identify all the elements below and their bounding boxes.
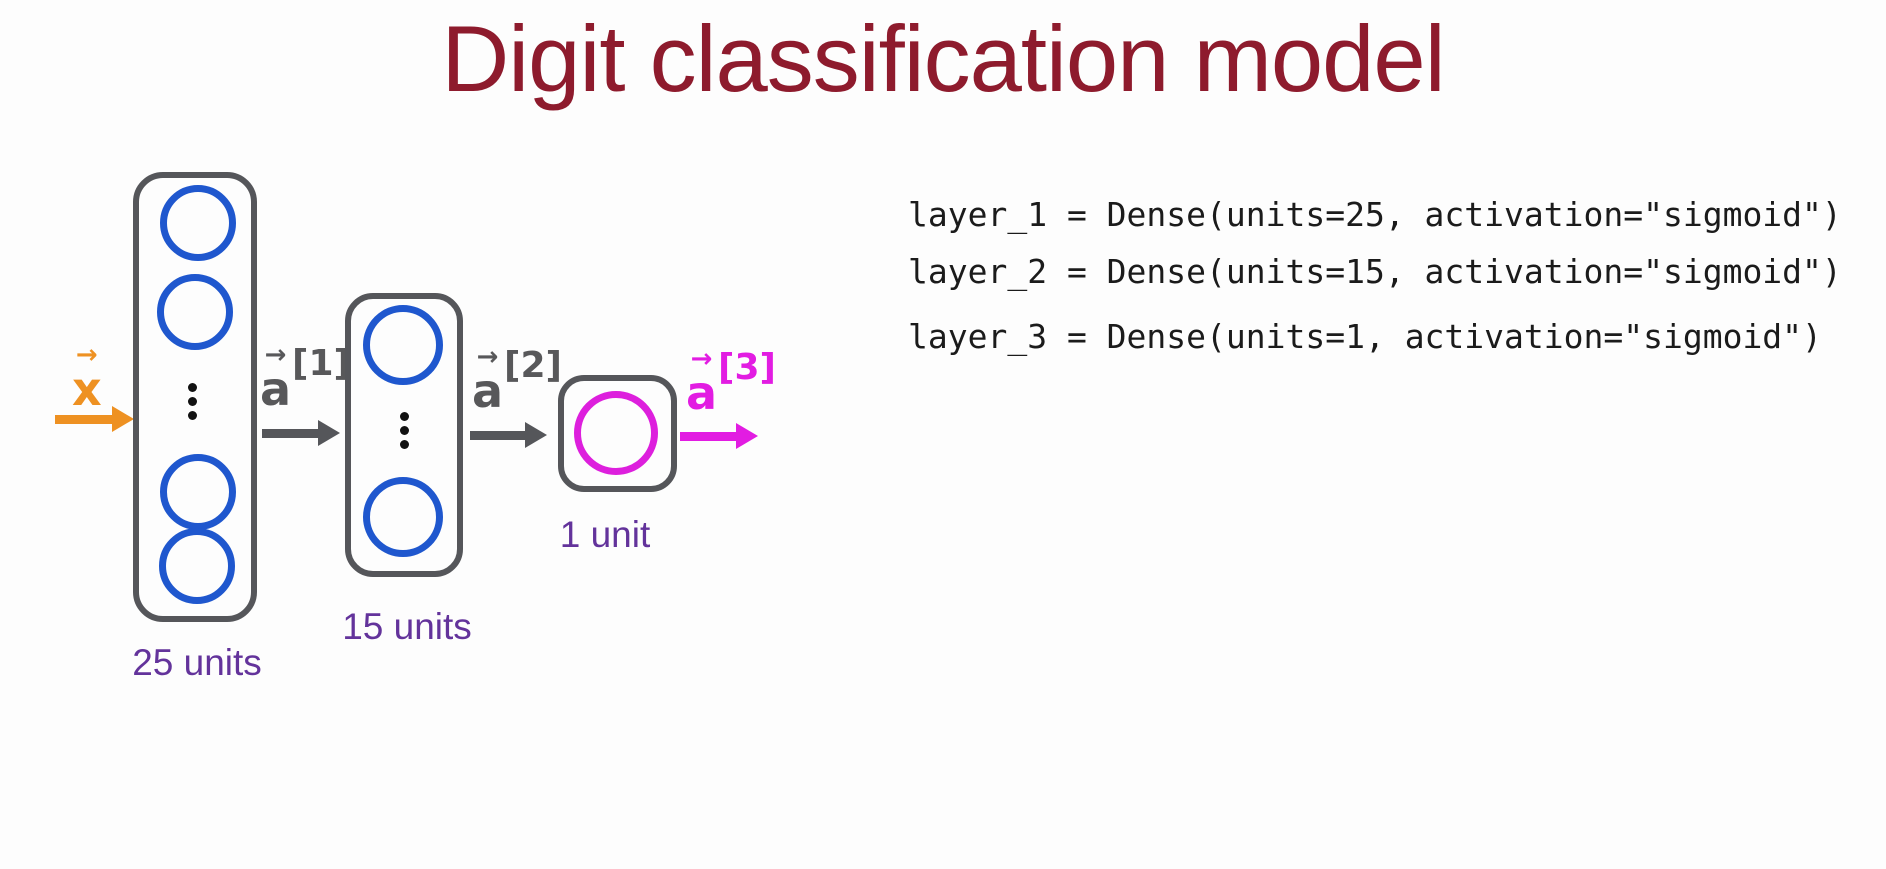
vector-arrow-icon: → xyxy=(690,344,713,375)
input-vector-label: →x xyxy=(72,342,103,412)
vector-arrow-icon: → xyxy=(75,340,98,371)
activation-3-letter: a xyxy=(686,366,718,421)
input-arrow xyxy=(55,406,134,432)
layer-2-output-arrow-shaft xyxy=(470,430,525,440)
activation-2-superscript: [2] xyxy=(504,345,563,386)
activation-3-superscript: [3] xyxy=(718,347,777,388)
page-title: Digit classification model xyxy=(441,6,1445,111)
layer-1-neuron-4 xyxy=(159,528,235,604)
layer-3-neuron-1 xyxy=(574,391,658,475)
layer-2-ellipsis-dots xyxy=(400,412,409,449)
code-line-layer-2: layer_2 = Dense(units=15, activation="si… xyxy=(908,252,1842,291)
layer-2-neuron-2 xyxy=(363,477,443,557)
code-line-layer-1: layer_1 = Dense(units=25, activation="si… xyxy=(908,195,1842,234)
layer-3-units-label: 1 unit xyxy=(559,514,651,555)
activation-1-letter: a xyxy=(260,362,292,417)
activation-1-label: →a[1] xyxy=(260,342,350,412)
layer-2-neuron-1 xyxy=(363,305,443,385)
layer-1-output-arrow xyxy=(262,420,340,446)
vector-arrow-icon: → xyxy=(264,340,287,371)
layer-1-neuron-1 xyxy=(160,185,236,261)
layer-3-box xyxy=(558,375,677,492)
layer-1-ellipsis-dots xyxy=(188,383,197,420)
layer-1-output-arrow-head xyxy=(318,420,340,446)
code-line-layer-3: layer_3 = Dense(units=1, activation="sig… xyxy=(908,317,1822,356)
layer-1-neuron-3 xyxy=(160,454,236,530)
layer-2-box xyxy=(345,293,463,577)
activation-1-superscript: [1] xyxy=(292,343,351,384)
activation-2-letter: a xyxy=(472,364,504,419)
activation-3-label: →a[3] xyxy=(686,346,776,416)
input-vector-letter: x xyxy=(72,362,102,417)
model-output-arrow xyxy=(680,423,758,449)
layer-1-neuron-2 xyxy=(157,274,233,350)
input-arrow-shaft xyxy=(55,414,112,424)
layer-2-output-arrow-head xyxy=(525,422,547,448)
model-output-arrow-shaft xyxy=(680,431,736,441)
activation-2-label: →a[2] xyxy=(472,344,562,414)
layer-1-output-arrow-shaft xyxy=(262,428,318,438)
layer-2-units-label: 15 units xyxy=(342,606,472,647)
vector-arrow-icon: → xyxy=(476,342,499,373)
model-output-arrow-head xyxy=(736,423,758,449)
layer-1-units-label: 25 units xyxy=(132,642,262,683)
input-arrow-head xyxy=(112,406,134,432)
layer-2-output-arrow xyxy=(470,422,547,448)
layer-1-box xyxy=(133,172,257,622)
